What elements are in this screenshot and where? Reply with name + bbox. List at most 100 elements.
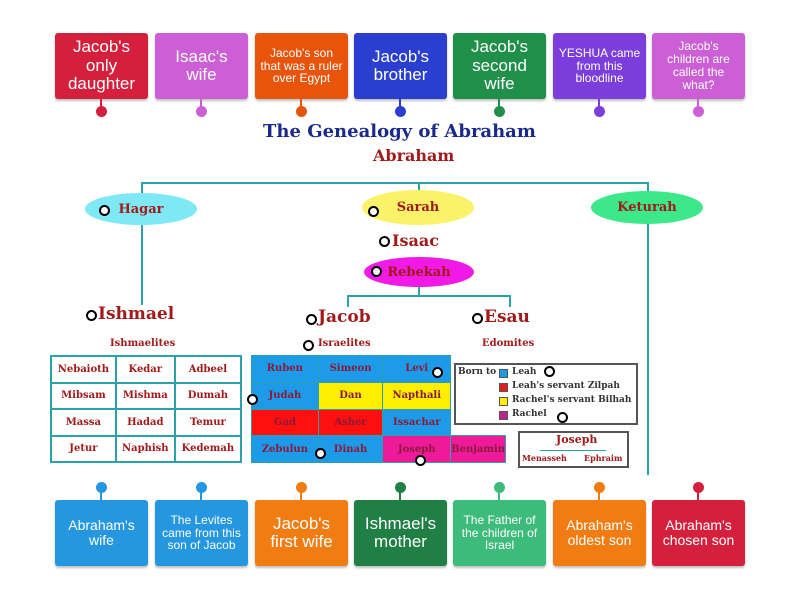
legend-swatch (499, 397, 508, 406)
son-cell: Mishma (114, 381, 176, 410)
pin-icon (296, 482, 307, 493)
drop-target[interactable] (415, 455, 426, 466)
drop-target[interactable] (379, 236, 390, 247)
drop-target[interactable] (86, 310, 97, 321)
drop-target[interactable] (368, 206, 379, 217)
card-label: Abraham's oldest son (566, 516, 633, 548)
drop-target[interactable] (371, 266, 382, 277)
pin-stem (498, 99, 500, 109)
son-cell: Temur (173, 408, 243, 437)
pin-icon (196, 482, 207, 493)
card-label: Isaac's wife (175, 46, 228, 84)
legend-swatch (499, 411, 508, 420)
son-cell: Benjamin (450, 435, 506, 463)
card-label: Jacob's brother (371, 46, 430, 84)
israelites-label: Israelites (318, 338, 371, 349)
answer-card[interactable]: Abraham's chosen son (652, 500, 745, 566)
joseph-box: Joseph Menasseh Ephraim (518, 431, 629, 468)
pin-icon (96, 106, 107, 117)
pin-icon (494, 106, 505, 117)
answer-card[interactable]: YESHUA came from this bloodline (553, 33, 646, 99)
answer-card[interactable]: Abraham's wife (55, 500, 148, 566)
pin-stem (100, 99, 102, 109)
diagram-title: The Genealogy of Abraham (263, 121, 536, 142)
son-cell: Hadad (114, 408, 176, 437)
drop-target[interactable] (306, 314, 317, 325)
pin-stem (300, 99, 302, 109)
son-cell: Issachar (382, 408, 452, 437)
pin-icon (395, 106, 406, 117)
son-cell: Dan (317, 381, 384, 410)
drop-target[interactable] (557, 412, 568, 423)
son-cell: Kedemah (173, 434, 243, 463)
legend-swatch (499, 383, 508, 392)
card-label: Ishmael's mother (364, 513, 437, 551)
pin-icon (693, 106, 704, 117)
legend-label: Leah (512, 367, 537, 377)
answer-card[interactable]: The Father of the children of Israel (453, 500, 546, 566)
drop-target[interactable] (315, 448, 326, 459)
card-label: YESHUA came from this bloodline (558, 45, 641, 86)
legend-label: Rachel (512, 409, 547, 419)
pin-icon (594, 482, 605, 493)
pin-icon (494, 482, 505, 493)
son-cell: Dinah (317, 435, 384, 463)
answer-card[interactable]: Jacob's son that was a ruler over Egypt (255, 33, 348, 99)
keturah-node: Keturah (591, 191, 703, 224)
edomites-label: Edomites (482, 338, 535, 349)
son-cell: Gad (251, 408, 319, 437)
answer-card[interactable]: The Levites came from this son of Jacob (155, 500, 248, 566)
pin-stem (598, 490, 600, 500)
answer-card[interactable]: Jacob's children are called the what? (652, 33, 745, 99)
card-label: The Father of the children of Israel (461, 512, 538, 553)
son-cell: Jetur (50, 434, 117, 463)
drop-target[interactable] (472, 313, 483, 324)
pin-stem (399, 99, 401, 109)
pin-stem (200, 490, 202, 500)
son-cell: Naphish (114, 434, 176, 463)
isaac-label: Isaac (392, 231, 439, 250)
card-label: Jacob's only daughter (67, 37, 136, 94)
legend-swatch (499, 369, 508, 378)
ishmaelites-label: Ishmaelites (110, 338, 176, 349)
pin-icon (96, 482, 107, 493)
rebekah-node: Rebekah (364, 257, 474, 287)
pin-stem (399, 490, 401, 500)
answer-card[interactable]: Isaac's wife (155, 33, 248, 99)
drop-target[interactable] (99, 205, 110, 216)
son-cell: Massa (50, 408, 117, 437)
esau-label: Esau (484, 307, 530, 327)
pin-stem (498, 490, 500, 500)
card-label: Abraham's wife (68, 516, 135, 548)
son-cell: Napthali (382, 381, 452, 410)
ephraim-label: Ephraim (584, 453, 623, 463)
drop-target[interactable] (303, 340, 314, 351)
pin-stem (100, 490, 102, 500)
answer-card[interactable]: Jacob's first wife (255, 500, 348, 566)
son-cell: Simeon (317, 355, 384, 383)
drop-target[interactable] (247, 394, 258, 405)
card-label: Abraham's chosen son (662, 516, 735, 548)
ishmael-label: Ishmael (98, 304, 175, 324)
pin-icon (395, 482, 406, 493)
legend-label: Rachel's servant Bilhah (512, 395, 632, 405)
son-cell: Kedar (114, 355, 176, 384)
pin-stem (200, 99, 202, 109)
answer-card[interactable]: Jacob's only daughter (55, 33, 148, 99)
son-cell: Dumah (173, 381, 243, 410)
answer-card[interactable]: Jacob's brother (354, 33, 447, 99)
jacob-label: Jacob (318, 307, 371, 327)
son-cell: Nebaioth (50, 355, 117, 384)
pin-icon (693, 482, 704, 493)
pin-stem (598, 99, 600, 109)
drop-target[interactable] (432, 367, 443, 378)
drop-target[interactable] (544, 366, 555, 377)
born-to-label: Born to (458, 367, 497, 377)
answer-card[interactable]: Abraham's oldest son (553, 500, 646, 566)
son-cell: Levi (382, 355, 452, 383)
answer-card[interactable]: Jacob's second wife (453, 33, 546, 99)
menasseh-label: Menasseh (522, 453, 567, 463)
answer-card[interactable]: Ishmael's mother (354, 500, 447, 566)
